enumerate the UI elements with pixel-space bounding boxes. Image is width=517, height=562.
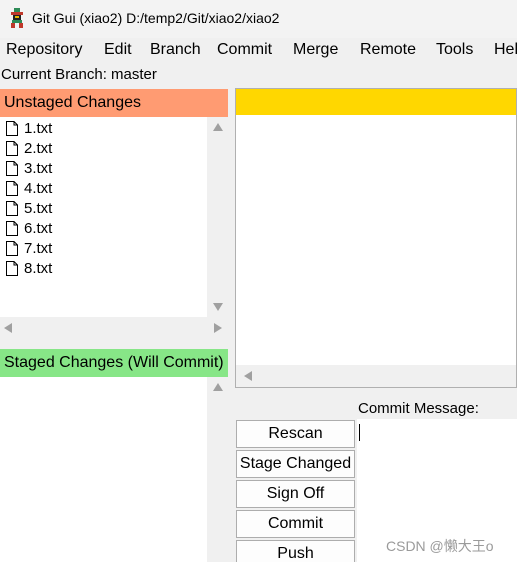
scroll-left-arrow-icon[interactable] xyxy=(4,323,12,333)
file-icon xyxy=(6,140,18,156)
menu-remote[interactable]: Remote xyxy=(360,41,417,58)
unstaged-changes-header: Unstaged Changes xyxy=(0,89,228,117)
file-name: 7.txt xyxy=(24,239,53,257)
diff-header-bar xyxy=(236,89,516,115)
file-icon xyxy=(6,260,18,276)
unstaged-file-item[interactable]: 8.txt xyxy=(6,258,52,278)
unstaged-file-item[interactable]: 2.txt xyxy=(6,138,52,158)
file-name: 5.txt xyxy=(24,199,53,217)
menu-tools[interactable]: Tools xyxy=(436,41,474,58)
menu-repository[interactable]: Repository xyxy=(6,41,83,58)
sign-off-button[interactable]: Sign Off xyxy=(236,480,355,508)
diff-horizontal-scrollbar[interactable] xyxy=(236,365,516,387)
file-name: 3.txt xyxy=(24,159,53,177)
rescan-button[interactable]: Rescan xyxy=(236,420,355,448)
scroll-right-arrow-icon[interactable] xyxy=(214,323,222,333)
file-name: 1.txt xyxy=(24,119,53,137)
unstaged-file-list: 1.txt 2.txt 3.txt 4.txt 5.txt 6.txt 7.tx… xyxy=(0,117,207,317)
menu-bar: Repository Edit Branch Commit Merge Remo… xyxy=(0,38,517,62)
diff-viewer[interactable] xyxy=(235,88,517,388)
unstaged-file-item[interactable]: 6.txt xyxy=(6,218,52,238)
menu-branch[interactable]: Branch xyxy=(150,41,201,58)
watermark: CSDN @懒大王o xyxy=(386,538,494,554)
menu-help[interactable]: Help xyxy=(494,41,517,58)
scroll-left-arrow-icon[interactable] xyxy=(244,371,252,381)
unstaged-file-item[interactable]: 4.txt xyxy=(6,178,52,198)
text-caret xyxy=(359,424,360,441)
staged-changes-header: Staged Changes (Will Commit) xyxy=(0,349,228,377)
file-icon xyxy=(6,180,18,196)
scroll-down-arrow-icon[interactable] xyxy=(213,303,223,311)
window-title: Git Gui (xiao2) D:/temp2/Git/xiao2/xiao2 xyxy=(32,10,280,26)
title-bar: Git Gui (xiao2) D:/temp2/Git/xiao2/xiao2 xyxy=(0,0,517,38)
menu-edit[interactable]: Edit xyxy=(104,41,132,58)
file-icon xyxy=(6,120,18,136)
push-button[interactable]: Push xyxy=(236,540,355,562)
menu-merge[interactable]: Merge xyxy=(293,41,339,58)
scroll-up-arrow-icon[interactable] xyxy=(213,383,223,391)
staged-file-list[interactable] xyxy=(0,377,207,562)
unstaged-file-item[interactable]: 1.txt xyxy=(6,118,52,138)
file-name: 4.txt xyxy=(24,179,53,197)
commit-button[interactable]: Commit xyxy=(236,510,355,538)
git-gui-app-icon xyxy=(11,8,23,28)
unstaged-vertical-scrollbar[interactable] xyxy=(207,117,228,317)
file-name: 8.txt xyxy=(24,259,53,277)
file-icon xyxy=(6,160,18,176)
unstaged-file-item[interactable]: 7.txt xyxy=(6,238,52,258)
file-icon xyxy=(6,220,18,236)
file-name: 6.txt xyxy=(24,219,53,237)
file-icon xyxy=(6,200,18,216)
commit-message-input[interactable] xyxy=(357,419,517,562)
menu-commit[interactable]: Commit xyxy=(217,41,273,58)
current-branch-label: Current Branch: master xyxy=(1,66,157,83)
stage-changed-button[interactable]: Stage Changed xyxy=(236,450,355,478)
commit-message-label: Commit Message: xyxy=(358,400,479,417)
unstaged-horizontal-scrollbar[interactable] xyxy=(0,317,228,339)
unstaged-file-item[interactable]: 5.txt xyxy=(6,198,52,218)
file-name: 2.txt xyxy=(24,139,53,157)
file-icon xyxy=(6,240,18,256)
unstaged-file-item[interactable]: 3.txt xyxy=(6,158,52,178)
staged-vertical-scrollbar[interactable] xyxy=(207,377,228,562)
scroll-up-arrow-icon[interactable] xyxy=(213,123,223,131)
